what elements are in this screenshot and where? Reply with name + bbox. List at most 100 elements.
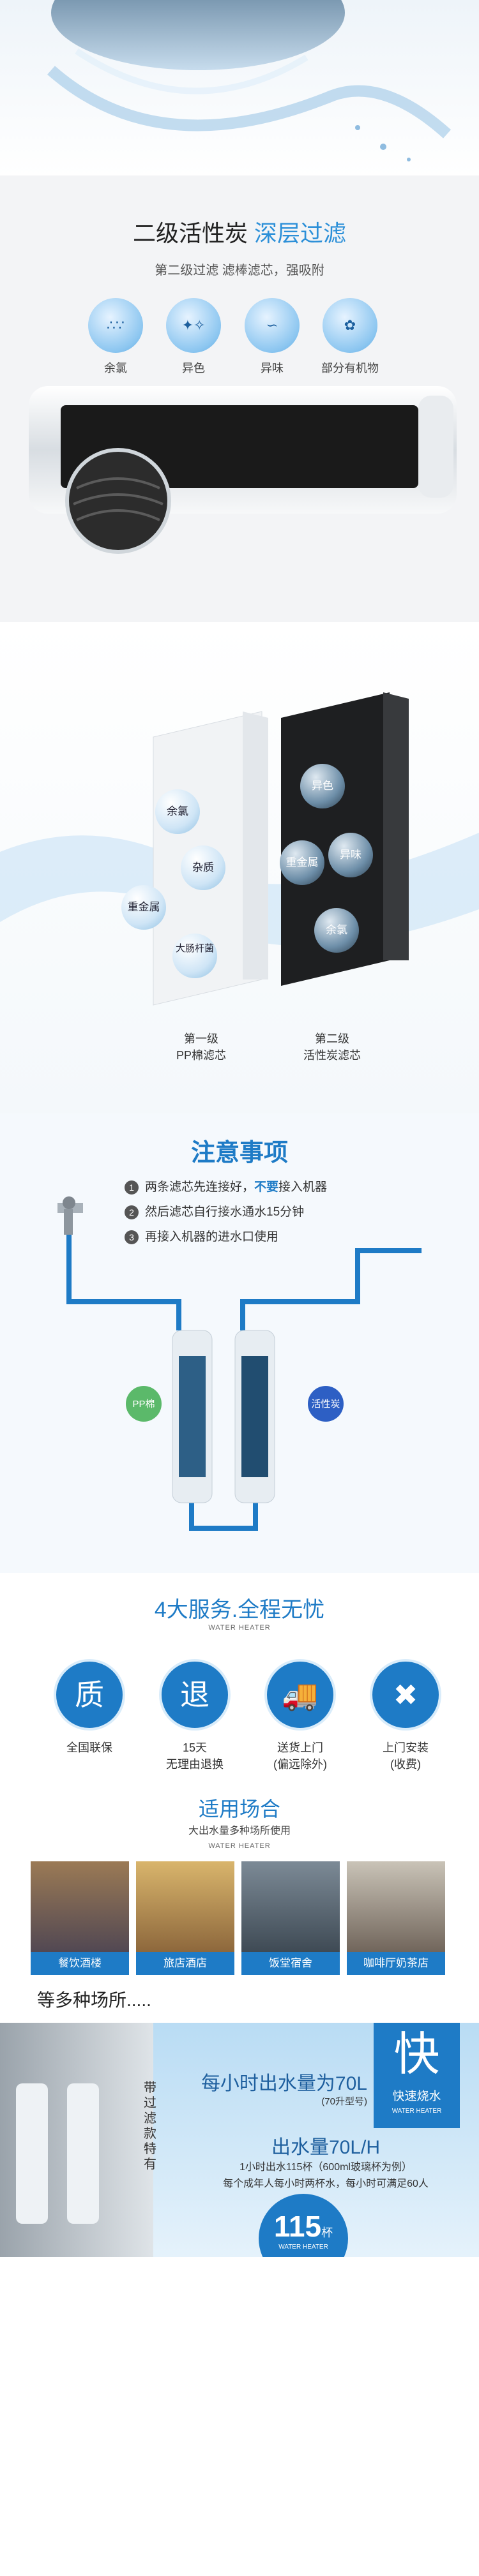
cups-number: 115 [273,2210,322,2243]
service-label: 全国联保 [66,1741,112,1754]
service-label: 上门安装 [383,1741,429,1754]
right-bubble-heavy-metal: 重金属 [280,840,324,885]
left-filter-caption: 第一级 PP棉滤芯 [163,1031,240,1064]
left-caption-line1: 第一级 [184,1032,218,1045]
places-title: 适用场合 [198,1798,280,1820]
right-bubble-chlorine: 余氯 [314,908,359,953]
carbon-filter-section: 二级活性炭 深层过滤 第二级过滤 滤棒滤芯，强吸附 ∴∵ ✦✧ ∽ ✿ 余氯 异… [0,175,479,622]
more-places: 等多种场所..... [37,1990,151,2010]
right-bubble-color: 异色 [300,764,345,808]
chlorine-label: 余氯 [104,362,127,375]
odor-label: 异味 [261,362,284,375]
quality-icon: 质 [54,1659,125,1731]
return-icon: 退 [159,1659,231,1731]
left-bubble-ecoli: 大肠杆菌 [172,934,217,978]
service-sublabel: 无理由退换 [166,1758,224,1771]
service-warranty: 质 全国联保 [48,1659,131,1756]
right-filter-caption: 第二级 活性炭滤芯 [291,1031,374,1064]
note-text: 再接入机器的进水口使用 [145,1230,279,1244]
color-label: 异色 [182,362,205,375]
pp-filter-label: PP棉 [132,1399,155,1410]
organic-bubble: ✿ [323,298,377,353]
left-bubble-heavy-metal: 重金属 [121,885,166,930]
color-bubble: ✦✧ [166,298,221,353]
fast-label: 快速烧水 [392,2090,441,2103]
notes-list: 1 两条滤芯先连接好，不要接入机器 2 然后滤芯自行接水通水15分钟 3 再接入机器的… [125,1177,327,1252]
filter-only-note: 带过滤款特有 [144,2081,156,2171]
carbon-title: 二级活性炭 深层过滤 [0,215,479,248]
cups-unit: 杯 [321,2226,333,2239]
model-note: (70升型号) [321,2096,367,2107]
place-label: 餐饮酒楼 [31,1952,129,1975]
chlorine-bubble: ∴∵ [88,298,143,353]
hourly-output-headline: 每小时出水量为70L [201,2073,367,2094]
swirl-icon: ∽ [266,317,278,333]
service-label: 送货上门 [277,1741,323,1754]
place-cafe: 咖啡厅奶茶店 [347,1861,445,1975]
left-bubble-impurity: 杂质 [181,845,225,890]
note-item-2: 2 然后滤芯自行接水通水15分钟 [125,1202,327,1219]
note-text: 然后滤芯自行接水通水15分钟 [145,1205,305,1219]
place-label: 饭堂宿舍 [241,1952,340,1975]
right-caption-line2: 活性炭滤芯 [303,1049,361,1062]
place-hotel: 旅店酒店 [136,1861,234,1975]
notes-title: 注意事项 [190,1140,288,1166]
note-number: 2 [125,1205,139,1219]
service-install: ✖ 上门安装(收费) [364,1659,447,1773]
filter-cartridge-image [67,2083,99,2224]
service-label: 15天 [182,1741,208,1754]
flow-title: 出水量70L/H [271,2137,381,2158]
hero-water-section [0,0,479,175]
dots-icon: ∴∵ [107,317,125,333]
note-emphasis: 不要 [254,1180,279,1194]
services-brand: WATER HEATER [208,1624,271,1632]
service-sublabel: (偏远除外) [273,1758,327,1771]
odor-bubble: ∽ [245,298,300,353]
carbon-title-accent: 深层过滤 [254,220,347,246]
note-item-1: 1 两条滤芯先连接好，不要接入机器 [125,1177,327,1195]
note-text-end: 接入机器 [278,1180,328,1194]
truck-icon: 🚚 [264,1659,336,1731]
place-label: 旅店酒店 [136,1952,234,1975]
cups-drop-badge: 115杯 WATER HEATER [259,2194,348,2257]
left-bubble-chlorine: 余氯 [155,789,200,834]
carbon-filter-label: 活性炭 [311,1399,340,1410]
flow-line-2: 每个成年人每小时两杯水，每小时可满足60人 [223,2178,429,2189]
note-number: 3 [125,1230,139,1244]
note-number: 1 [125,1180,139,1195]
places-subtitle: 大出水量多种场所使用 [188,1826,291,1836]
water-splash-image [47,0,452,161]
plumbing-diagram [57,1196,422,1531]
carbon-cartridge-image [29,386,457,554]
places-brand: WATER HEATER [208,1842,271,1850]
fast-char: 快 [393,2029,440,2080]
carbon-title-text: 二级活性炭 [132,220,248,246]
microbe-icon: ✿ [344,317,356,333]
cups-brand: WATER HEATER [278,2244,328,2251]
service-delivery: 🚚 送货上门 (偏远除外) [259,1659,342,1773]
left-caption-line2: PP棉滤芯 [176,1049,226,1062]
organic-label: 部分有机物 [321,362,379,375]
note-item-3: 3 再接入机器的进水口使用 [125,1227,327,1244]
service-return: 退 15天无理由退换 [153,1659,236,1773]
right-caption-line1: 第二级 [315,1032,349,1045]
fast-boil-badge: 快 快速烧水 WATER HEATER [374,2023,460,2128]
place-canteen: 饭堂宿舍 [241,1861,340,1975]
product-section: 带过滤款特有 每小时出水量为70L (70升型号) 快 快速烧水 WATER H… [0,2023,479,2257]
fast-brand: WATER HEATER [392,2108,442,2115]
place-restaurant: 餐饮酒楼 [31,1861,129,1975]
right-bubble-odor: 异味 [328,833,373,877]
particles-icon: ✦✧ [181,317,206,333]
carbon-subtitle: 第二级过滤 滤棒滤芯，强吸附 [155,264,324,278]
boiler-image [0,2023,153,2257]
services-section: 4大服务.全程无忧 WATER HEATER 质 全国联保 退 15天无理由退换… [0,1573,479,2023]
note-text: 两条滤芯先连接好， [145,1180,255,1194]
place-label: 咖啡厅奶茶店 [347,1952,445,1975]
filter-cartridge-image [16,2083,48,2224]
filter-compare-section: 余氯 杂质 重金属 大肠杆菌 异色 重金属 异味 余氯 第一级 PP棉滤芯 第二… [0,622,479,1113]
flow-line-1: 1小时出水115杯（600ml玻璃杯为例） [240,2162,412,2173]
filter-compare-image [0,692,479,1006]
services-title: 4大服务.全程无忧 [154,1598,325,1622]
tools-icon: ✖ [370,1659,441,1731]
